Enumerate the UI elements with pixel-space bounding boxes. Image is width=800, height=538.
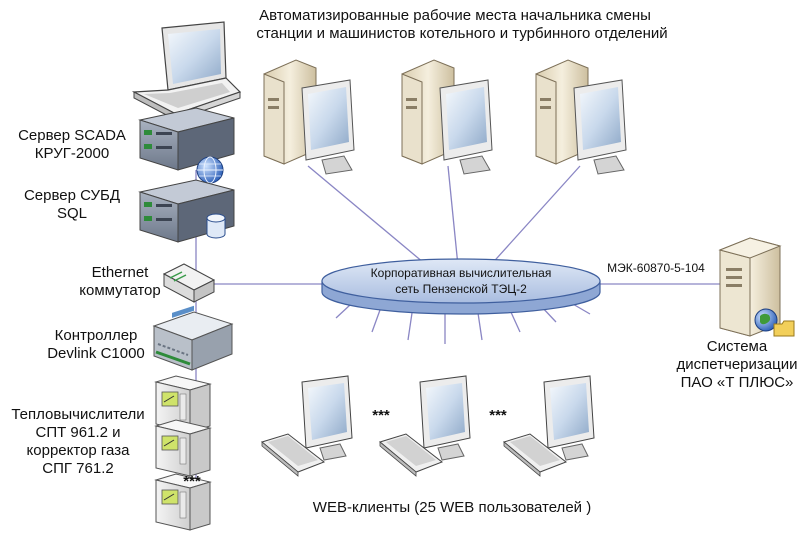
corporate-network-cylinder [321,258,601,315]
header-title-line1: Автоматизированные рабочие места начальн… [259,7,651,24]
dbms-server-icon [138,179,235,243]
globe-icon [754,308,778,332]
controller-device-icon [152,305,234,371]
web-client-computer-icon [378,375,471,477]
meters-more-indicator: *** [183,473,201,490]
globe-icon [196,156,224,184]
meters-label-line1: Тепловычислители [11,406,144,423]
network-ray [335,304,351,319]
network-to-arm3-link [487,165,581,269]
laptop-icon [131,21,242,121]
database-icon [206,213,226,239]
header-title-line2: станции и машинистов котельного и турбин… [256,25,667,42]
protocol-label: МЭК-60870-5-104 [607,261,705,275]
meters-label-line4: СПГ 761.2 [42,460,113,477]
workstation-icon [401,59,493,175]
web-clients-ellipsis: *** [372,407,390,424]
network-label-line2: сеть Пензенской ТЭЦ-2 [395,282,527,296]
heat-meter-icon [154,473,212,531]
heat-meter-icon [154,419,212,477]
web-client-computer-icon [260,375,353,477]
web-clients-ellipsis: *** [489,407,507,424]
network-ray [407,312,413,341]
web-clients-label: WEB-клиенты (25 WEB пользователей ) [313,499,591,516]
web-client-computer-icon [502,375,595,477]
network-ray [509,309,521,333]
network-to-arm2-link [447,165,459,267]
dbms-server-label-line1: Сервер СУБД [24,187,120,204]
dispatch-label-line2: диспетчеризации [677,356,798,373]
network-ray [477,312,483,341]
folder-icon [773,320,795,337]
switch-label-line1: Ethernet [92,264,150,281]
workstation-icon [535,59,627,175]
scada-server-label-line2: КРУГ-2000 [35,145,109,162]
meters-label-line2: СПТ 961.2 и [35,424,120,441]
controller-label-line2: Devlink C1000 [47,345,145,362]
network-to-arm1-link [307,165,431,269]
ethernet-switch-icon [162,263,216,303]
dispatch-label-line1: Система [707,338,768,355]
dbms-server-label-line2: SQL [57,205,87,222]
scada-server-icon [138,107,235,171]
dispatch-label-line3: ПАО «Т ПЛЮС» [681,374,794,391]
controller-label-line1: Контроллер [55,327,138,344]
meters-label-line3: корректор газа [27,442,131,459]
heat-meter-icon [154,375,212,433]
workstation-icon [263,59,355,175]
scada-server-label-line1: Сервер SCADA [18,127,126,144]
network-label-line1: Корпоративная вычислительная [371,266,552,280]
network-ray [371,309,381,333]
switch-label-line2: коммутатор [79,282,160,299]
